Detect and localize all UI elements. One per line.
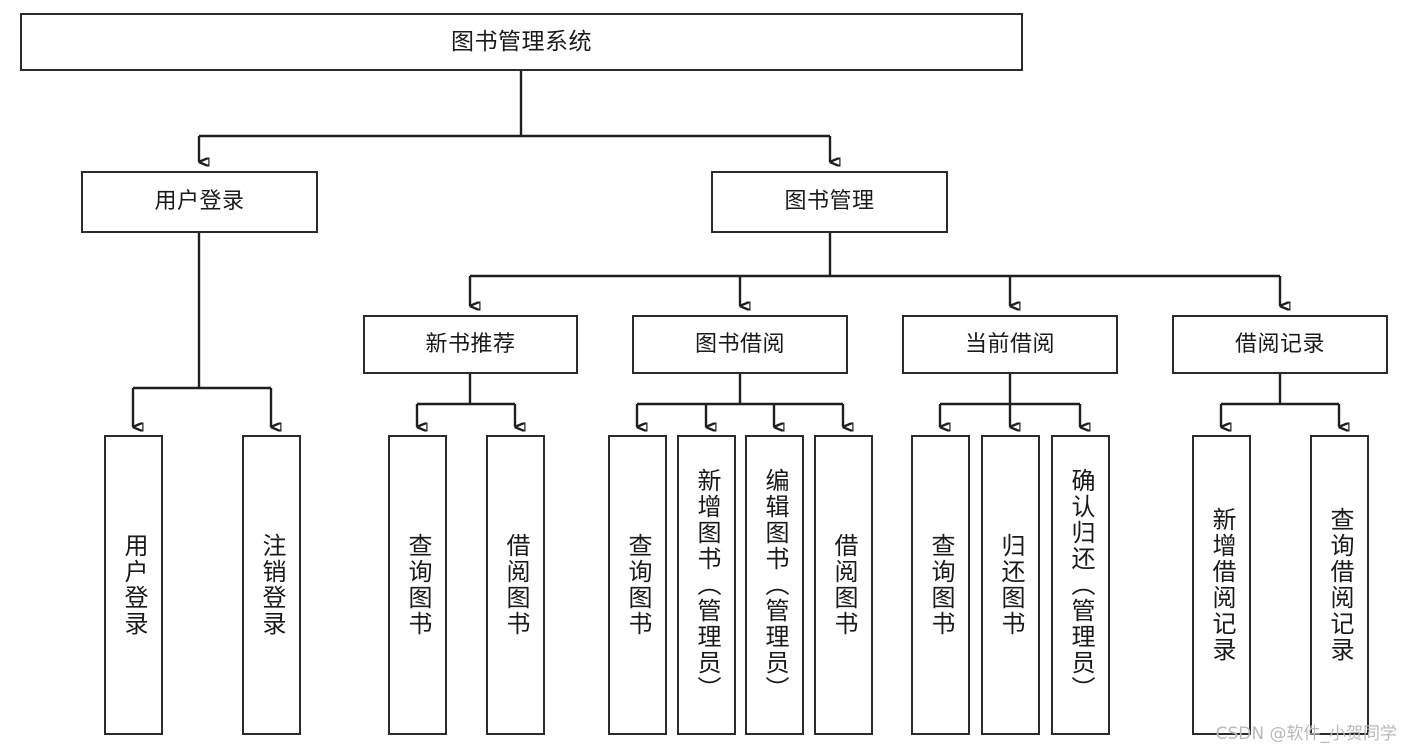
node-borrow-record[interactable]: 借阅记录 <box>1172 315 1388 374</box>
node-root-system[interactable]: 图书管理系统 <box>20 13 1023 71</box>
node-leaf-borrow-book-recommend-label: 借阅图书 <box>501 533 530 637</box>
node-leaf-add-borrow-record[interactable]: 新增借阅记录 <box>1192 435 1251 735</box>
node-user-login-label: 用户登录 <box>154 189 245 215</box>
node-current-borrow[interactable]: 当前借阅 <box>902 315 1118 374</box>
node-leaf-return-book-label: 归还图书 <box>996 533 1025 637</box>
node-leaf-user-login[interactable]: 用户登录 <box>104 435 163 735</box>
node-borrow-record-label: 借阅记录 <box>1234 331 1325 357</box>
node-new-book-recommend-label: 新书推荐 <box>425 331 516 357</box>
node-leaf-edit-book-admin-label: 编辑图书（管理员） <box>760 468 789 702</box>
node-book-management-label: 图书管理 <box>784 189 875 215</box>
node-leaf-query-book-current-label: 查询图书 <box>926 533 955 637</box>
node-leaf-query-book-recommend[interactable]: 查询图书 <box>388 435 447 735</box>
node-leaf-query-book[interactable]: 查询图书 <box>608 435 667 735</box>
node-book-borrow[interactable]: 图书借阅 <box>632 315 848 374</box>
csdn-watermark: CSDN @软件_小贺同学 <box>1215 724 1397 744</box>
node-leaf-query-book-recommend-label: 查询图书 <box>403 533 432 637</box>
node-leaf-logout-label: 注销登录 <box>257 533 286 637</box>
node-root-system-label: 图书管理系统 <box>451 28 592 55</box>
node-leaf-logout[interactable]: 注销登录 <box>242 435 301 735</box>
node-leaf-query-book-current[interactable]: 查询图书 <box>911 435 970 735</box>
node-new-book-recommend[interactable]: 新书推荐 <box>363 315 578 374</box>
node-leaf-query-borrow-record-label: 查询借阅记录 <box>1325 507 1354 663</box>
node-current-borrow-label: 当前借阅 <box>964 331 1055 357</box>
node-leaf-borrow-book-label: 借阅图书 <box>829 533 858 637</box>
node-book-borrow-label: 图书借阅 <box>694 331 785 357</box>
node-leaf-return-book[interactable]: 归还图书 <box>981 435 1040 735</box>
node-leaf-query-book-label: 查询图书 <box>623 533 652 637</box>
node-user-login[interactable]: 用户登录 <box>81 171 318 233</box>
node-book-management[interactable]: 图书管理 <box>711 171 948 233</box>
node-leaf-confirm-return-admin-label: 确认归还（管理员） <box>1066 468 1095 702</box>
node-leaf-user-login-label: 用户登录 <box>119 533 148 637</box>
node-leaf-query-borrow-record[interactable]: 查询借阅记录 <box>1310 435 1369 735</box>
node-leaf-add-book-admin[interactable]: 新增图书（管理员） <box>677 435 736 735</box>
node-leaf-add-borrow-record-label: 新增借阅记录 <box>1207 507 1236 663</box>
node-leaf-borrow-book[interactable]: 借阅图书 <box>814 435 873 735</box>
node-leaf-edit-book-admin[interactable]: 编辑图书（管理员） <box>745 435 804 735</box>
node-leaf-add-book-admin-label: 新增图书（管理员） <box>692 468 721 702</box>
node-leaf-borrow-book-recommend[interactable]: 借阅图书 <box>486 435 545 735</box>
node-leaf-confirm-return-admin[interactable]: 确认归还（管理员） <box>1051 435 1110 735</box>
